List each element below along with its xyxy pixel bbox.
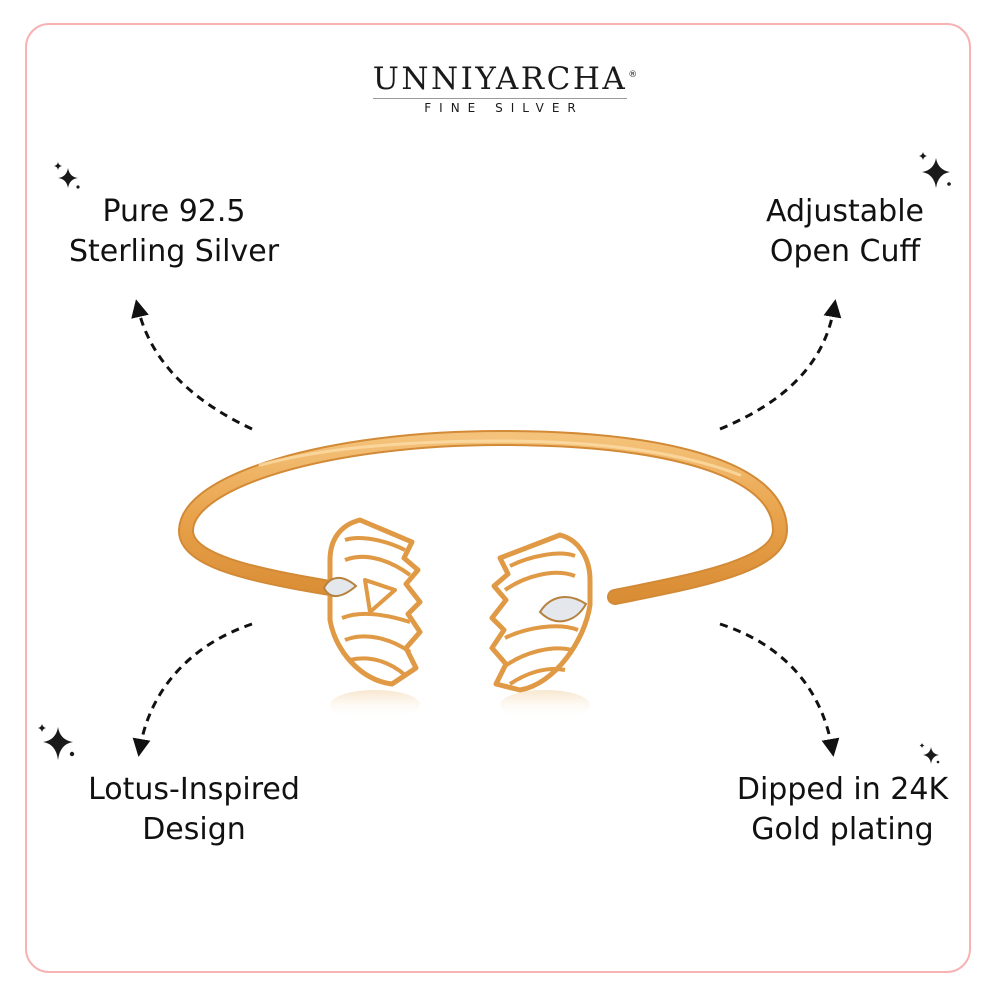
feature-line: Lotus-Inspired (88, 772, 300, 807)
bracelet-image (178, 429, 789, 720)
feature-line: Pure 92.5 (102, 194, 246, 229)
brand-name-text: UNNIYARCHA (372, 61, 628, 97)
brand-tagline: FINE SILVER (424, 101, 584, 115)
feature-line: Open Cuff (769, 234, 921, 269)
registered-mark: ® (628, 70, 638, 80)
sparkle-icon (919, 743, 940, 764)
sparkle-icon (919, 152, 951, 188)
feature-line: Sterling Silver (68, 234, 280, 269)
stone-icon (538, 596, 588, 623)
feature-sterling-silver: Pure 92.5 Sterling Silver (40, 192, 308, 272)
dashed-arrow-icon (131, 299, 842, 757)
feature-lotus-design: Lotus-Inspired Design (45, 770, 343, 850)
feature-line: Design (142, 812, 246, 847)
feature-line: Adjustable (766, 194, 924, 229)
feature-adjustable-cuff: Adjustable Open Cuff (700, 192, 990, 272)
feature-gold-plating: Dipped in 24K Gold plating (700, 770, 985, 850)
sparkle-icon (38, 724, 75, 760)
content-frame (25, 23, 971, 973)
feature-line: Gold plating (751, 812, 934, 847)
brand-name: UNNIYARCHA® (372, 61, 637, 99)
stone-icon (322, 577, 358, 597)
brand-logo: UNNIYARCHA® FINE SILVER (0, 62, 1000, 115)
sparkle-icon (54, 162, 80, 189)
feature-line: Dipped in 24K (736, 772, 949, 807)
